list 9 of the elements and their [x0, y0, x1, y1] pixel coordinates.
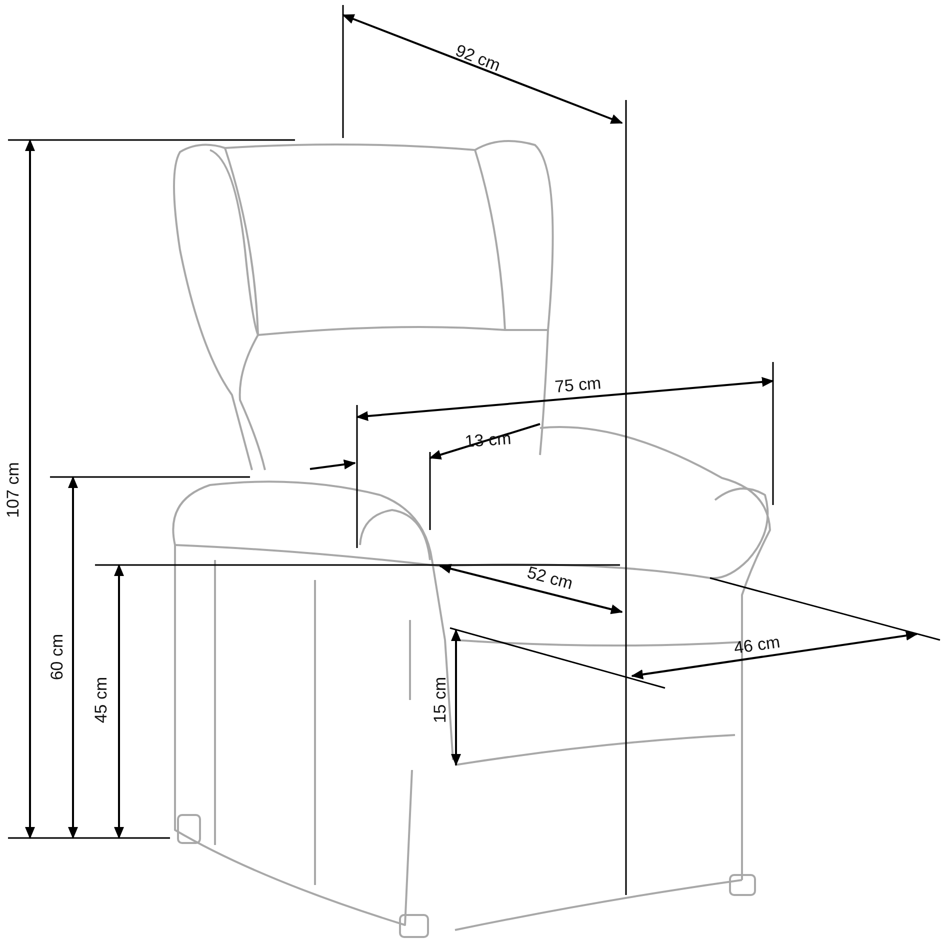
dimension-label: 75 cm: [554, 374, 602, 396]
dimension-label: 15 cm: [432, 676, 448, 724]
dimension-label: 46 cm: [732, 633, 782, 657]
dimension-label: 13 cm: [464, 430, 512, 450]
dimension-label: 60 cm: [48, 634, 66, 680]
dimension-label: 107 cm: [4, 462, 22, 518]
dimension-label: 92 cm: [453, 42, 503, 74]
dimension-label: 45 cm: [92, 676, 110, 724]
dimension-label: 52 cm: [525, 564, 575, 592]
